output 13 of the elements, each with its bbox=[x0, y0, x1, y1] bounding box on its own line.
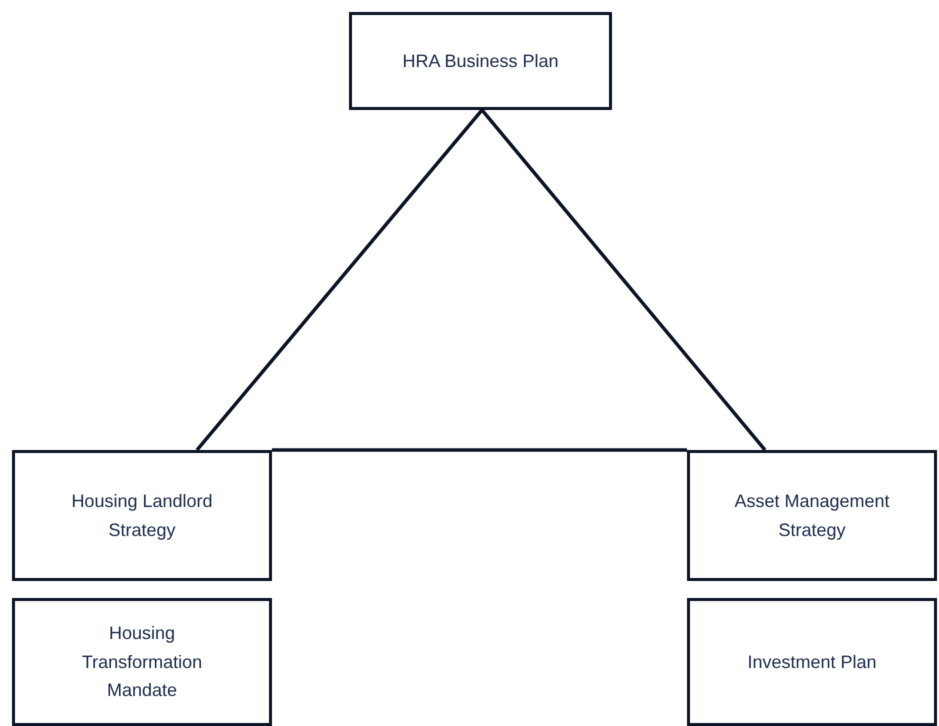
connector-line bbox=[272, 448, 687, 452]
box-label: HRA Business Plan bbox=[401, 50, 560, 73]
text-box bbox=[349, 12, 612, 110]
connector-line bbox=[480, 108, 766, 452]
box-label: Housing Transformation Mandate bbox=[80, 622, 204, 702]
text-box bbox=[687, 598, 937, 726]
text-box bbox=[12, 450, 272, 581]
text-box bbox=[687, 450, 937, 581]
box-label: Housing Landlord Strategy bbox=[70, 490, 214, 542]
box-label: Investment Plan bbox=[746, 650, 878, 674]
text-box bbox=[12, 598, 272, 726]
connector-line bbox=[196, 108, 484, 452]
box-label: Asset Management Strategy bbox=[733, 490, 891, 542]
